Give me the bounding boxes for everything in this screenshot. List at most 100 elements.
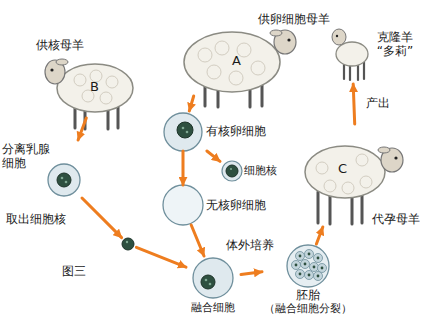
- flow-arrow: [316, 227, 322, 244]
- arrow-line: [82, 198, 122, 238]
- enucleated-egg: [163, 185, 203, 225]
- arrow-line: [189, 96, 193, 111]
- embryo-part-part: [314, 254, 323, 263]
- embryo-part-part: [321, 267, 324, 270]
- embryo-part-part: [313, 266, 316, 269]
- extracted-nucleus: [122, 238, 134, 250]
- lamb-dolly: [332, 29, 368, 80]
- sheep-b: [45, 59, 133, 129]
- embryo-part-part: [296, 270, 305, 279]
- sheep-c-part-part: [342, 182, 354, 194]
- sheep-c-part-part: [324, 180, 336, 192]
- stage-label: C: [338, 162, 347, 176]
- stage-label: 有核卵细胞: [206, 124, 266, 138]
- arrow-line: [241, 272, 262, 275]
- step-label: 产出: [366, 96, 390, 110]
- stage-node: 克隆羊 “多莉”: [334, 4, 422, 84]
- flow-arrow: [78, 118, 86, 140]
- flow-arrow: [82, 198, 186, 267]
- arrow-line: [207, 151, 220, 161]
- stage-node: 融合细胞: [186, 256, 241, 318]
- sheep-a-part: [184, 32, 280, 92]
- egg-cell: [164, 113, 202, 151]
- egg-cell-part: [186, 131, 189, 134]
- flow-arrow: [191, 225, 204, 256]
- stage-node: 供卵细胞母羊A: [176, 8, 336, 96]
- stage-label: 分离乳腺 细胞: [2, 142, 52, 170]
- sheep-a-part-part: [207, 65, 221, 79]
- embryo-part-part: [301, 260, 310, 269]
- egg-cell-part: [164, 113, 202, 151]
- removed-nucleus-part: [230, 168, 232, 170]
- stage-node: 供核母羊 B: [4, 36, 136, 118]
- sheep-b-part-part: [100, 92, 112, 104]
- fused-cell-part: [193, 258, 233, 298]
- sheep-c-part-part: [317, 192, 320, 223]
- stage-label: 克隆羊 “多莉”: [370, 30, 420, 58]
- embryo-part: [287, 245, 329, 287]
- removed-nucleus: [222, 161, 242, 181]
- stage-label: （融合细胞分裂）: [262, 302, 354, 316]
- sheep-a-part: [198, 41, 265, 85]
- stage-node: 代孕母羊 C: [300, 124, 421, 227]
- lamb-dolly-part: [336, 42, 368, 66]
- mammary-cell-part: [57, 173, 71, 187]
- sheep-b-part: [74, 70, 118, 104]
- extracted-nucleus-part: [122, 238, 134, 250]
- removed-nucleus-part: [226, 165, 238, 177]
- extracted-nucleus-part: [126, 241, 128, 243]
- sheep-a-part: [270, 30, 282, 36]
- sheep-c-part: [378, 147, 390, 153]
- embryo-part-part: [318, 264, 327, 273]
- arrow-line: [136, 247, 186, 267]
- stage-node: 胚胎（融合细胞分裂）: [262, 244, 355, 318]
- stage-label: 细胞核: [244, 164, 277, 178]
- egg-cell-part: [177, 122, 193, 138]
- sheep-c-part: [394, 156, 397, 159]
- fused-cell-part: [205, 279, 208, 282]
- sheep-a-part-part: [229, 71, 243, 85]
- lamb-dolly-part-part: [363, 62, 365, 79]
- arrow-line: [316, 227, 322, 244]
- embryo-part: [292, 250, 327, 281]
- embryo-part-part: [308, 274, 311, 277]
- embryo-part-part: [292, 261, 301, 270]
- sheep-b-part: [57, 64, 133, 112]
- embryo-part-part: [299, 255, 302, 258]
- mammary-cell-part: [48, 164, 80, 196]
- sheep-b-part-part: [106, 76, 118, 88]
- sheep-c-part-part: [316, 162, 328, 174]
- sheep-b-part: [56, 59, 68, 65]
- sheep-c-part-part: [356, 154, 368, 166]
- stage-label: 胚胎: [262, 288, 354, 302]
- embryo-part-part: [317, 275, 320, 278]
- embryo-part-part: [296, 252, 305, 261]
- sheep-a: [184, 30, 296, 107]
- egg-cell-part: [182, 127, 185, 130]
- fused-cell-part: [201, 275, 215, 289]
- sheep-a-part: [287, 38, 290, 41]
- arrow-line: [353, 84, 355, 124]
- lamb-dolly-part: [332, 29, 346, 45]
- embryo-part-part: [310, 263, 319, 272]
- sheep-b-part-part: [74, 74, 86, 86]
- step-label: 取出细胞核: [6, 212, 66, 226]
- stage-label: 供卵细胞母羊: [258, 12, 330, 26]
- arrow-line: [78, 118, 86, 140]
- sheep-b-part: [50, 68, 53, 71]
- stage-label: 代孕母羊: [372, 212, 420, 226]
- sheep-c-part: [305, 146, 385, 198]
- sheep-c-part-part: [360, 176, 372, 188]
- enucleated-egg-part: [163, 185, 203, 225]
- stage-node: 细胞核: [220, 158, 290, 184]
- sheep-a-part-part: [261, 84, 264, 106]
- sheep-a-part-part: [198, 48, 212, 62]
- mammary-cell: [48, 164, 80, 196]
- embryo-part-part: [308, 253, 311, 256]
- stage-label: B: [90, 80, 99, 94]
- flow-arrow: [189, 96, 193, 111]
- flow-arrow: [241, 272, 262, 275]
- stage-label: 供核母羊: [36, 38, 84, 52]
- mammary-cell-part: [61, 177, 64, 180]
